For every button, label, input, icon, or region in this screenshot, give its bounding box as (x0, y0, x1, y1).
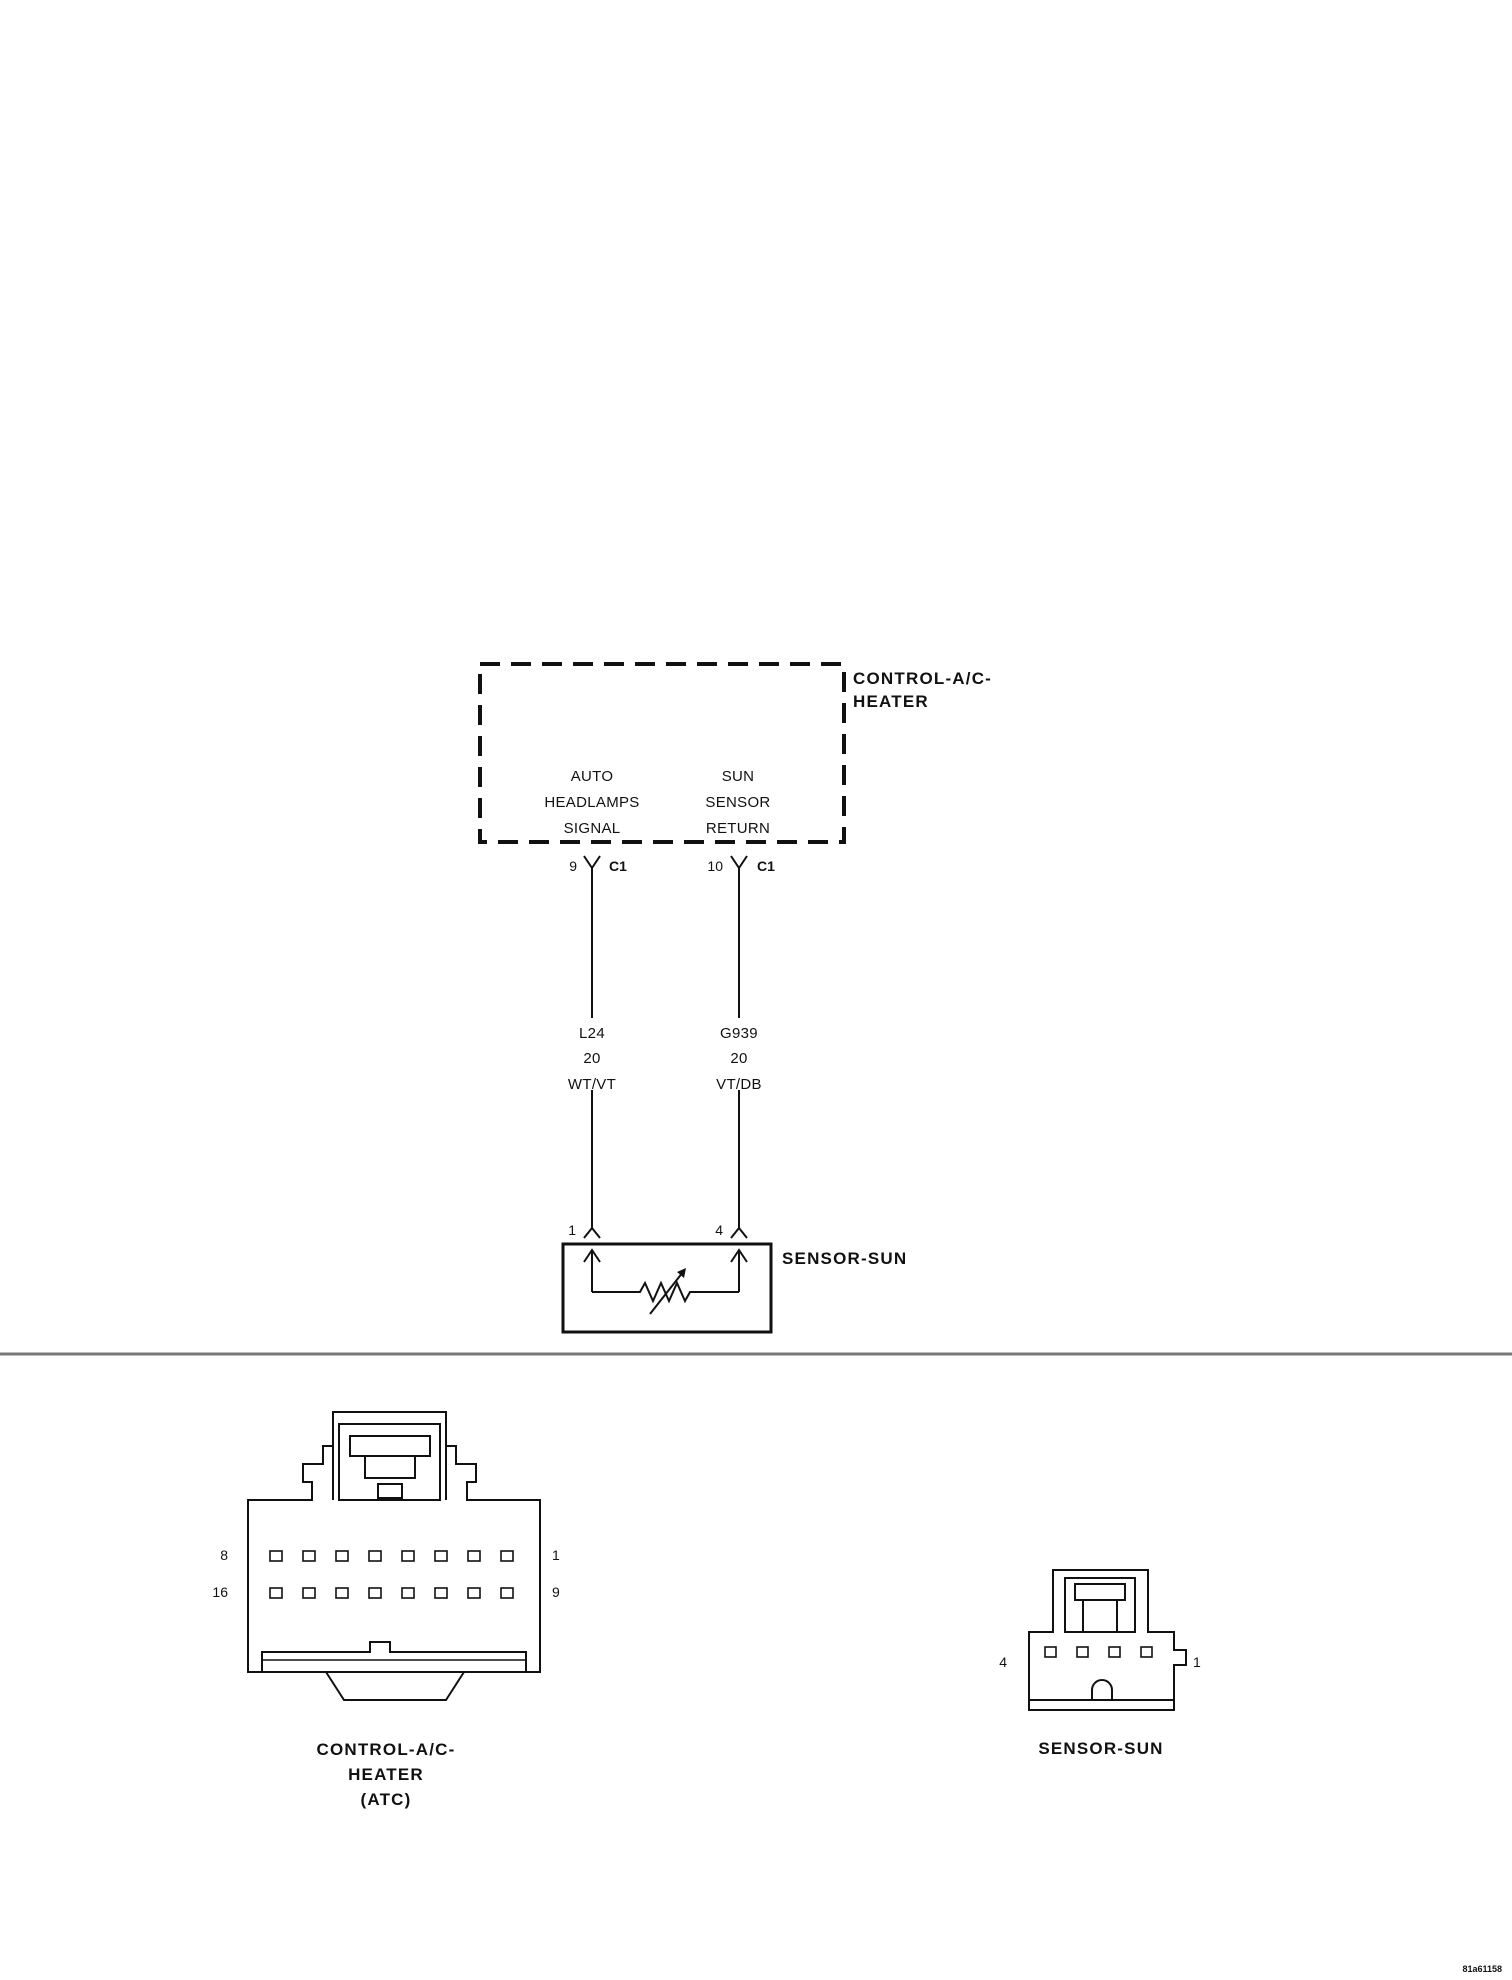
wire-1-gauge: 20 (583, 1050, 600, 1067)
pin-9-number: 9 (569, 858, 577, 874)
atc-pin-1-label: 1 (552, 1547, 560, 1563)
wire-2-circuit: G939 (720, 1025, 758, 1042)
control-module: CONTROL-A/C- HEATER AUTO HEADLAMPS SIGNA… (478, 662, 992, 844)
sun-sensor-name: SENSOR-SUN (782, 1249, 907, 1268)
atc-cavity (434, 1550, 448, 1562)
control-module-name-line2: HEATER (853, 692, 929, 711)
atc-cavity-grid (269, 1550, 514, 1599)
terminal-pin-1: 1 (568, 1222, 601, 1239)
atc-cavity (434, 1587, 448, 1599)
female-terminal-icon (583, 855, 601, 874)
atc-cavity (302, 1587, 316, 1599)
pin-10-number: 10 (707, 858, 723, 874)
wire-1-circuit: L24 (579, 1025, 605, 1042)
atc-connector-outline (247, 1411, 541, 1673)
control-module-name-line1: CONTROL-A/C- (853, 669, 992, 688)
signal-1-line3: SIGNAL (564, 820, 621, 837)
atc-cavity (500, 1587, 514, 1599)
atc-cavity (269, 1550, 283, 1562)
figure-id: 81a61158 (1462, 1964, 1502, 1974)
atc-cavity (401, 1587, 415, 1599)
pin-1-number: 1 (568, 1222, 576, 1238)
male-terminal-icon (730, 1226, 748, 1239)
wire-l24: L24 20 WT/VT (568, 874, 616, 1228)
sun-connector-view: 4 1 SENSOR-SUN (999, 1569, 1201, 1758)
atc-cavity (467, 1587, 481, 1599)
atc-label-line3: (ATC) (361, 1790, 412, 1809)
terminal-pin-4: 4 (715, 1222, 748, 1239)
atc-cavity (401, 1550, 415, 1562)
pin-10-connector: C1 (757, 858, 775, 874)
sun-connector-outline (1028, 1569, 1187, 1711)
atc-latch-tab (325, 1671, 465, 1701)
variable-resistor-icon (592, 1280, 739, 1304)
atc-cavity (335, 1587, 349, 1599)
wire-2-gauge: 20 (730, 1050, 747, 1067)
sun-sensor: SENSOR-SUN (561, 1242, 907, 1334)
atc-cavity (302, 1550, 316, 1562)
sun-cavity-row (1044, 1646, 1153, 1658)
terminal-pin-10: 10 C1 (707, 855, 775, 874)
atc-cavity (500, 1550, 514, 1562)
wire-2-color: VT/DB (716, 1076, 762, 1093)
sun-sensor-box (561, 1242, 773, 1334)
signal-2-line3: RETURN (706, 820, 770, 837)
atc-pin-9-label: 9 (552, 1584, 560, 1600)
atc-pin-16-label: 16 (212, 1584, 228, 1600)
terminal-pin-9: 9 C1 (569, 855, 627, 874)
sun-pin-1-label: 1 (1193, 1654, 1201, 1670)
signal-1-line2: HEADLAMPS (544, 794, 639, 811)
signal-label-auto-headlamps: AUTO HEADLAMPS SIGNAL (544, 768, 639, 837)
atc-cavity (335, 1550, 349, 1562)
atc-label-line1: CONTROL-A/C- (316, 1740, 455, 1759)
atc-label-line2: HEATER (348, 1765, 424, 1784)
sun-cavity (1076, 1646, 1089, 1658)
atc-cavity (467, 1550, 481, 1562)
atc-cavity (269, 1587, 283, 1599)
variable-resistor-arrow-icon (649, 1271, 684, 1315)
pin-4-number: 4 (715, 1222, 723, 1238)
pin-9-connector: C1 (609, 858, 627, 874)
atc-pin-8-label: 8 (220, 1547, 228, 1563)
atc-cavity (368, 1550, 382, 1562)
sun-connector-key (1091, 1679, 1113, 1700)
male-terminal-icon (583, 1226, 601, 1239)
signal-label-sun-sensor-return: SUN SENSOR RETURN (705, 768, 770, 837)
sun-pin-4-label: 4 (999, 1654, 1007, 1670)
signal-1-line1: AUTO (571, 768, 614, 785)
atc-connector-view: 8 1 16 9 CONTROL-A/C- HEATER (ATC) (212, 1411, 560, 1809)
control-module-dashed-box (478, 662, 846, 844)
sun-cavity (1044, 1646, 1057, 1658)
sun-cavity (1108, 1646, 1121, 1658)
wire-1-color: WT/VT (568, 1076, 616, 1093)
signal-2-line1: SUN (722, 768, 755, 785)
wire-g939: G939 20 VT/DB (716, 874, 762, 1228)
sun-cavity (1140, 1646, 1153, 1658)
female-terminal-icon (730, 855, 748, 874)
sun-connector-label: SENSOR-SUN (1038, 1739, 1163, 1758)
signal-2-line2: SENSOR (705, 794, 770, 811)
atc-cavity (368, 1587, 382, 1599)
